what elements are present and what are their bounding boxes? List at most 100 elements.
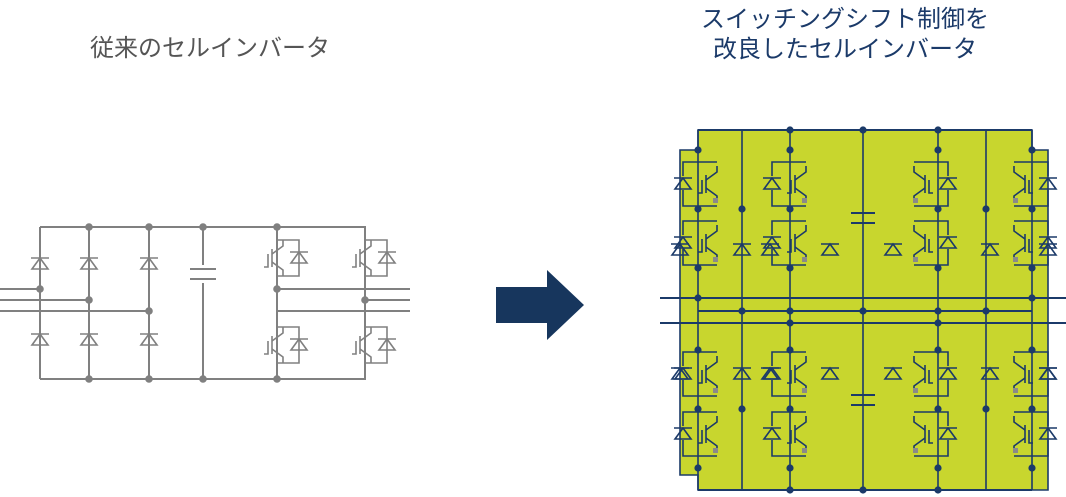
gate-marker — [713, 198, 718, 203]
wire — [1014, 380, 1049, 397]
diode-icon — [79, 332, 99, 346]
wire — [914, 440, 949, 457]
igbt-icon — [698, 356, 718, 393]
gate-marker — [802, 198, 807, 203]
igbt-emitter — [271, 348, 284, 363]
igbt-collector — [705, 416, 718, 431]
switch-module — [913, 161, 958, 207]
igbt-icon — [264, 327, 284, 363]
junction-dot — [786, 264, 794, 272]
junction-dot — [934, 464, 942, 472]
diode-triangle — [289, 337, 309, 351]
igbt-gate — [352, 341, 357, 355]
diode-triangle — [762, 426, 782, 440]
diode-triangle — [938, 366, 958, 380]
junction-dot — [859, 486, 867, 494]
diode-triangle — [139, 332, 159, 346]
igbt-collector — [359, 240, 372, 255]
igbt-icon — [787, 166, 807, 203]
igbt-gate — [698, 370, 703, 384]
igbt-collector — [271, 327, 284, 342]
junction-dot — [786, 319, 794, 327]
wire — [682, 440, 717, 457]
switch-module — [913, 351, 958, 397]
gate-marker — [1013, 448, 1018, 453]
diode-triangle — [732, 366, 752, 380]
igbt-gate — [698, 239, 703, 253]
diode-triangle — [760, 366, 780, 380]
switch-module — [913, 411, 958, 457]
wire — [682, 220, 717, 235]
gate-marker — [913, 198, 918, 203]
junction-dot — [934, 126, 942, 134]
wire — [771, 440, 806, 457]
diode-triangle — [377, 250, 397, 264]
diode-triangle — [673, 426, 693, 440]
wire — [682, 380, 717, 397]
junction-dot — [1028, 405, 1036, 413]
igbt-icon — [698, 416, 718, 453]
diode-triangle — [820, 366, 840, 380]
switch-module — [673, 161, 718, 207]
igbt-collector — [1013, 356, 1026, 371]
igbt-gate — [264, 254, 269, 268]
wire — [914, 380, 949, 397]
junction-dot — [145, 307, 153, 315]
diode-icon — [732, 242, 752, 256]
wire — [771, 161, 806, 176]
diode-triangle — [1038, 176, 1058, 190]
junction-dot — [786, 346, 794, 354]
diode-triangle — [938, 176, 958, 190]
improved-title-line-2: 改良したセルインバータ — [713, 35, 977, 63]
junction-dot — [694, 346, 702, 354]
wire — [914, 351, 949, 366]
diode-icon — [760, 242, 780, 256]
junction-dot — [934, 405, 942, 413]
diode-icon — [673, 426, 693, 440]
diode-triangle — [980, 242, 1000, 256]
junction-dot — [273, 285, 281, 293]
diode-icon — [670, 242, 690, 256]
wire — [914, 249, 949, 266]
igbt-icon — [352, 327, 372, 363]
diode-triangle — [139, 256, 159, 270]
igbt-icon — [698, 166, 718, 203]
junction-dot — [934, 486, 942, 494]
diode-icon — [762, 176, 782, 190]
igbt-collector — [705, 166, 718, 181]
igbt-icon — [698, 225, 718, 262]
wire — [1014, 220, 1049, 235]
gate-marker — [802, 257, 807, 262]
diode-icon — [289, 250, 309, 264]
junction-dot — [859, 126, 867, 134]
diode-icon — [938, 366, 958, 380]
igbt-emitter — [271, 261, 284, 276]
junction-dot — [934, 146, 942, 154]
igbt-gate — [1028, 370, 1033, 384]
junction-dot — [786, 146, 794, 154]
wire — [277, 326, 300, 364]
junction-dot — [361, 296, 369, 304]
switch-module — [673, 220, 718, 266]
diode-icon — [980, 366, 1000, 380]
wire — [1014, 411, 1049, 426]
junction-dot — [694, 405, 702, 413]
diode-triangle — [1038, 366, 1058, 380]
igbt-collector — [1013, 416, 1026, 431]
junction-dot — [1028, 205, 1036, 213]
wire — [365, 239, 388, 277]
diode-triangle — [289, 250, 309, 264]
wire — [1014, 161, 1049, 176]
igbt-collector — [705, 225, 718, 240]
diode-icon — [139, 332, 159, 346]
switch-module — [1013, 161, 1058, 207]
igbt-collector — [913, 356, 926, 371]
igbt-collector — [359, 327, 372, 342]
igbt-gate — [928, 430, 933, 444]
igbt-collector — [913, 416, 926, 431]
junction-dot — [738, 205, 746, 213]
gate-marker — [1013, 388, 1018, 393]
igbt-collector — [794, 225, 807, 240]
switch-module — [673, 351, 718, 397]
junction-dot — [1028, 464, 1036, 472]
